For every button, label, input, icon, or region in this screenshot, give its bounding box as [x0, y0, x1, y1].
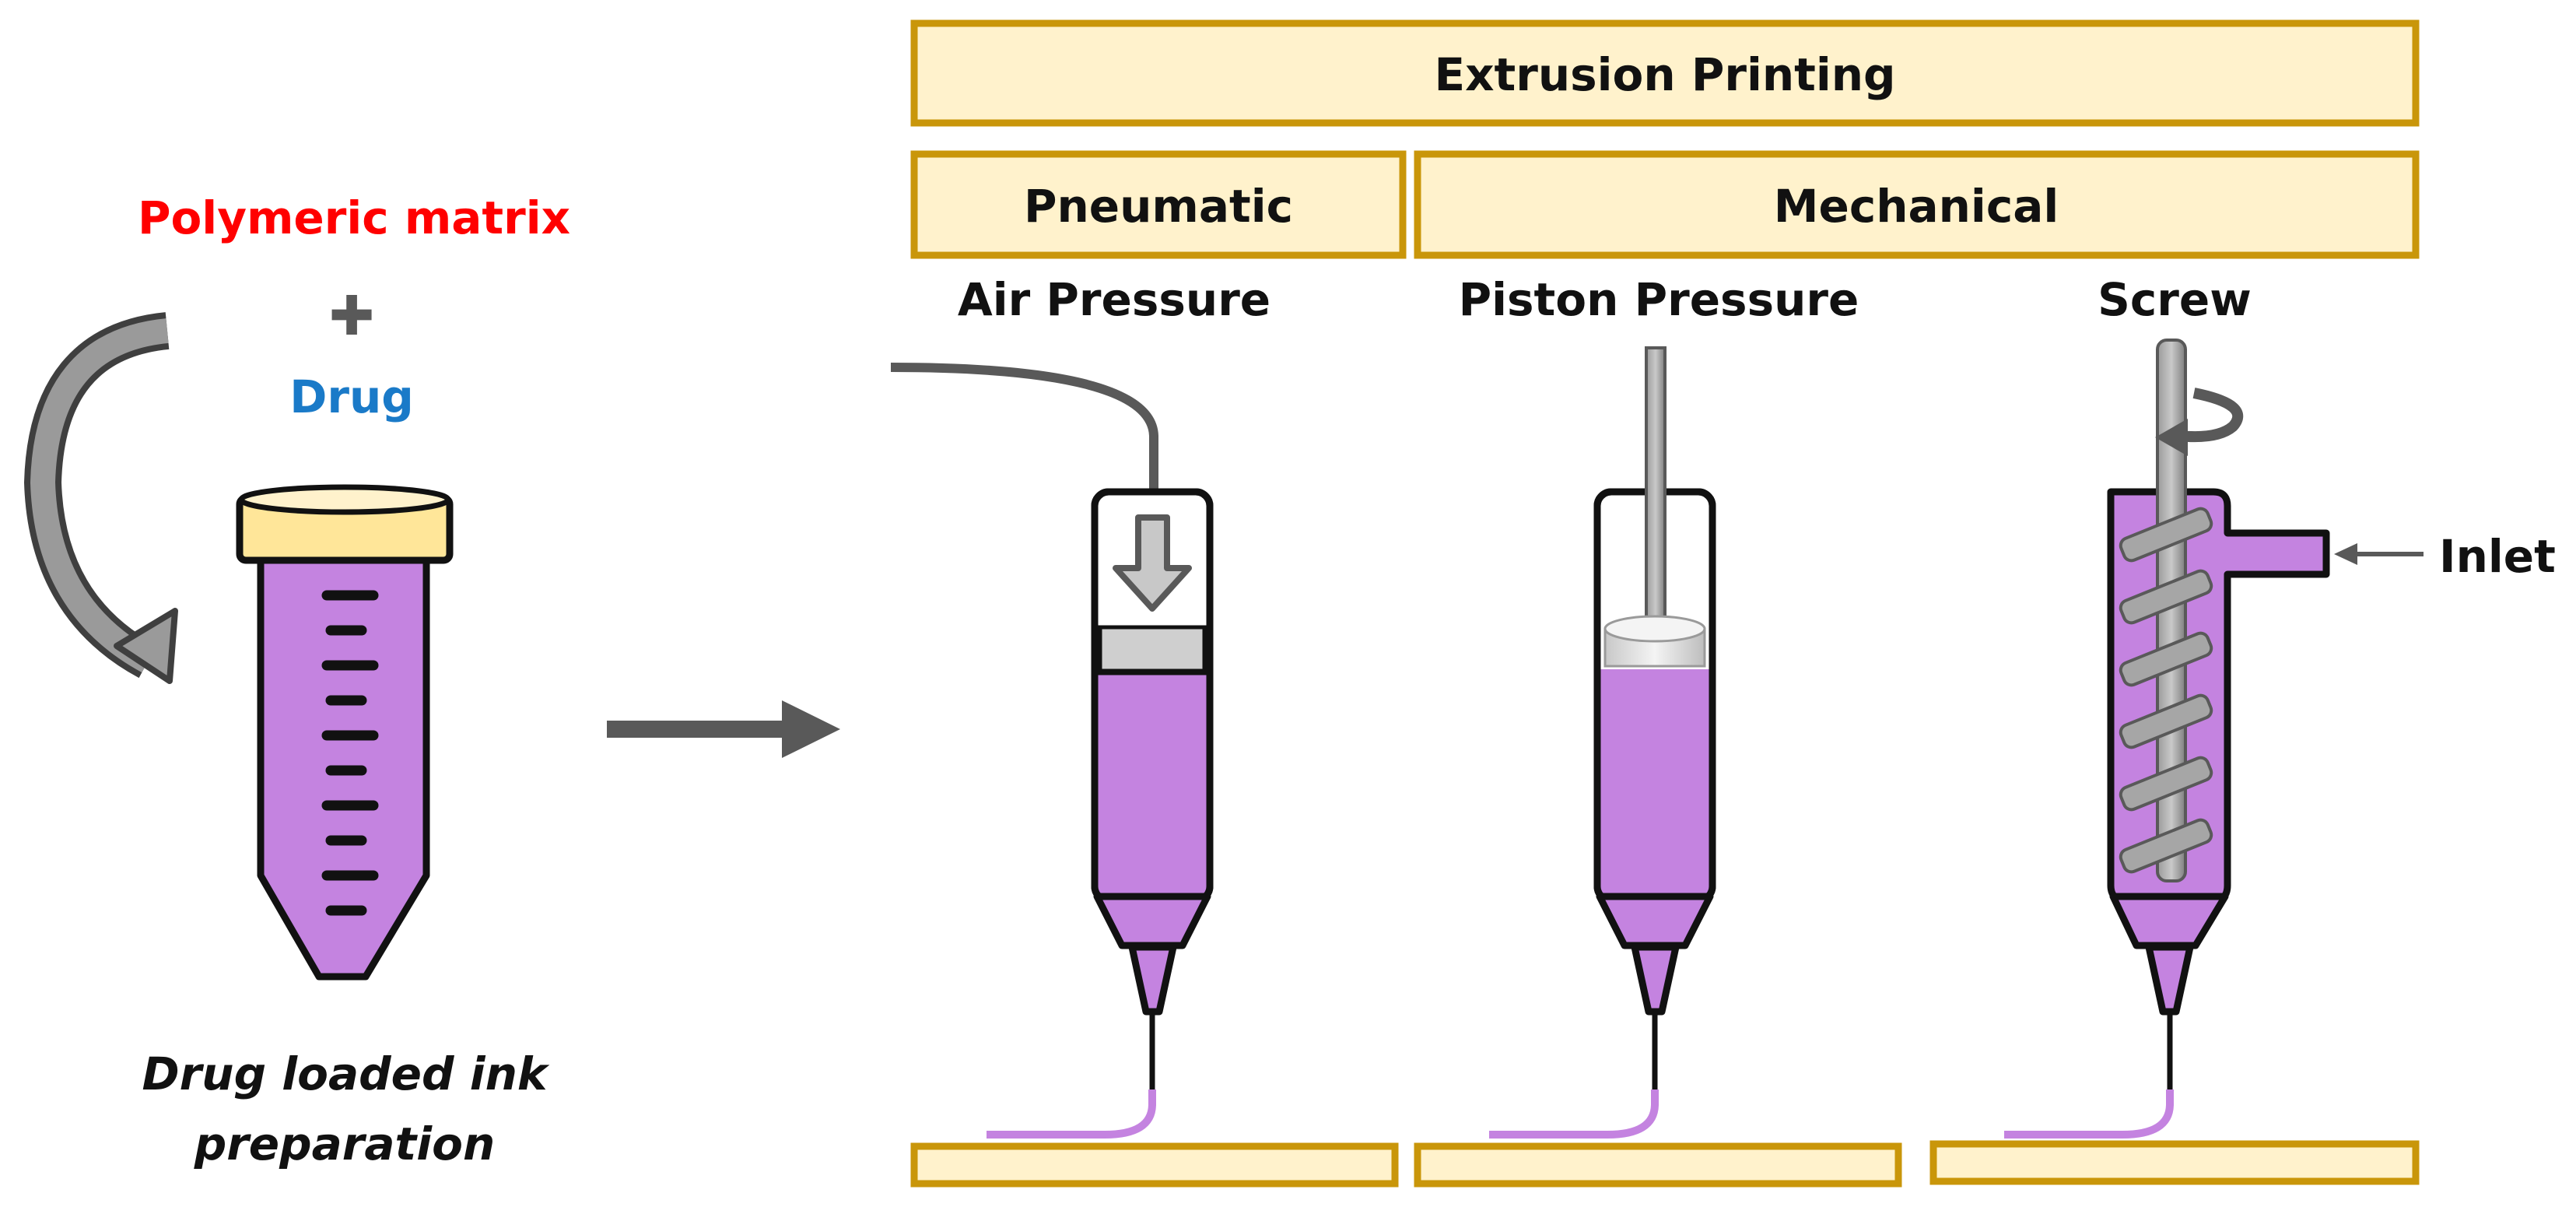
- svg-text:Pneumatic: Pneumatic: [1024, 180, 1293, 233]
- screw-label: Screw: [2098, 273, 2252, 326]
- polymeric-matrix-label: Polymeric matrix: [138, 191, 570, 244]
- air-pressure-label: Air Pressure: [958, 273, 1270, 326]
- build-plate-pneumatic: [910, 1142, 1399, 1188]
- piston-syringe: [1489, 346, 1716, 1139]
- svg-text:Extrusion Printing: Extrusion Printing: [1434, 48, 1895, 101]
- air-hose: [890, 363, 1158, 490]
- piston-rod: [1645, 346, 1667, 630]
- inlet-label: Inlet: [2439, 530, 2556, 583]
- tube-graduations: [321, 590, 379, 916]
- drug-label: Drug: [289, 370, 414, 423]
- screw-flights: [2119, 507, 2213, 874]
- header-pneumatic: Pneumatic: [910, 150, 1407, 259]
- plus-icon: ✚: [329, 284, 375, 348]
- pneumatic-syringe: [890, 363, 1214, 1139]
- svg-text:Mechanical: Mechanical: [1774, 180, 2059, 233]
- right-arrow-icon: [607, 700, 840, 758]
- build-plate-screw: [1929, 1140, 2420, 1185]
- down-arrow-icon: [1113, 514, 1192, 612]
- inlet-arrow-icon: [2334, 543, 2424, 565]
- pneumatic-plunger: [1098, 625, 1207, 673]
- tube-cap: [236, 484, 454, 564]
- ink-tube: [236, 484, 454, 981]
- screw-extruder: Inlet: [2004, 339, 2556, 1139]
- piston-pressure-label: Piston Pressure: [1459, 273, 1859, 326]
- build-plate-piston: [1414, 1142, 1902, 1188]
- rotation-arrow-icon: [2155, 388, 2243, 456]
- curved-arrow-icon: [23, 312, 178, 684]
- caption-line-2: preparation: [194, 1118, 496, 1170]
- caption-line-1: Drug loaded ink: [142, 1047, 550, 1100]
- header-extrusion-printing: Extrusion Printing: [910, 19, 2420, 127]
- piston-head: [1603, 615, 1706, 668]
- header-mechanical: Mechanical: [1414, 150, 2420, 259]
